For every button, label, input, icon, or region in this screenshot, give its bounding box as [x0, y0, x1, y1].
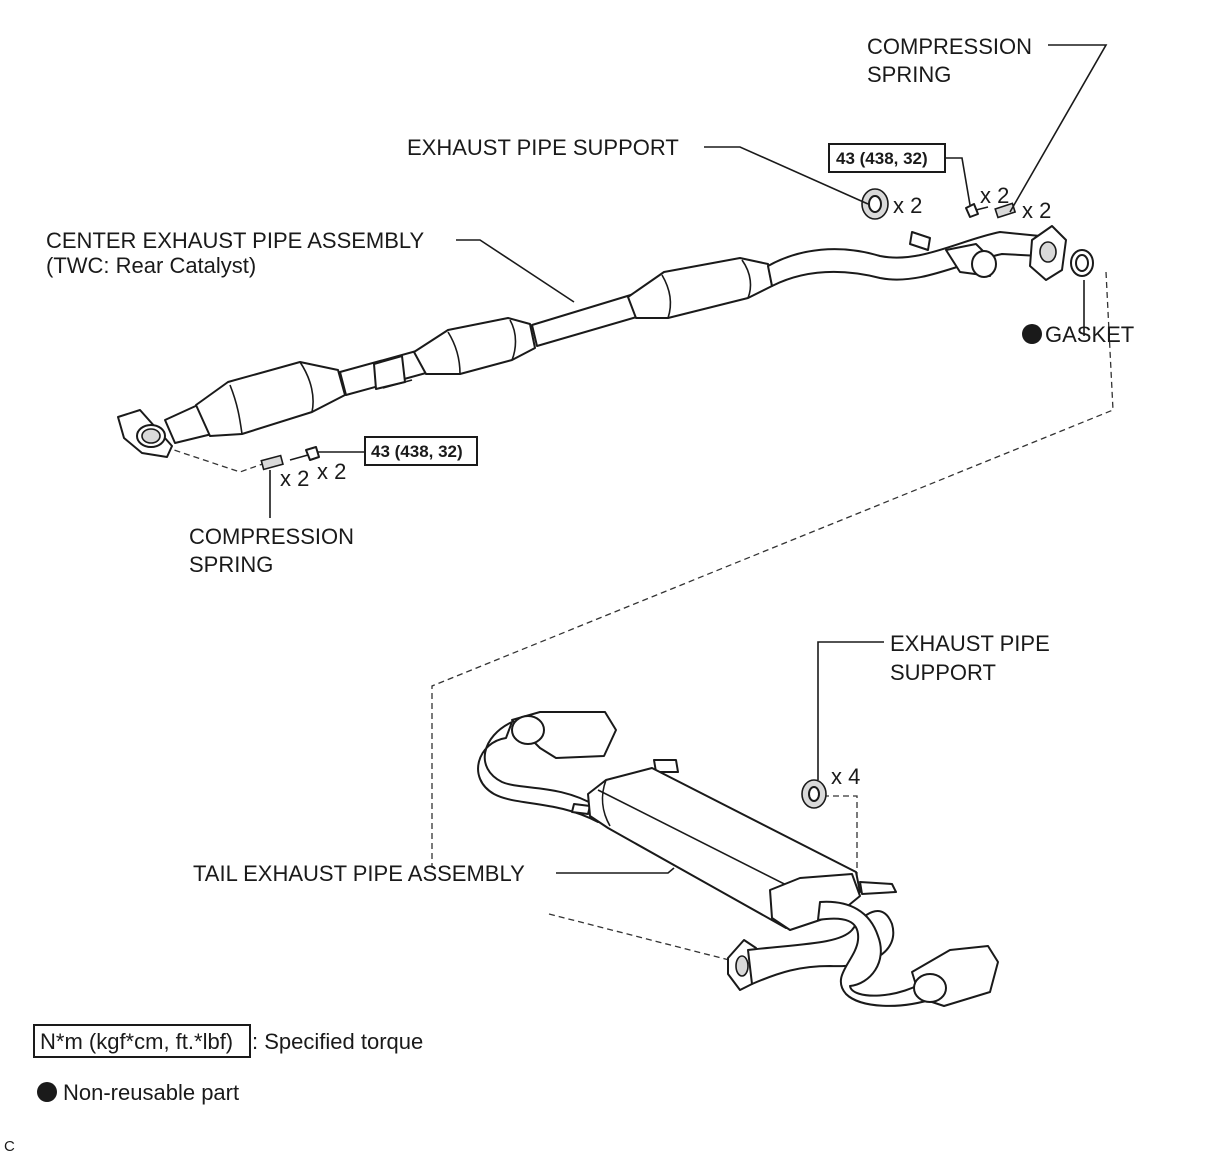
label-compression-spring-top-line1: COMPRESSION	[867, 34, 1032, 59]
torque-value-top: 43 (438, 32)	[836, 149, 928, 168]
legend-torque-units: N*m (kgf*cm, ft.*lbf)	[40, 1029, 233, 1054]
leader-lines	[269, 44, 1108, 874]
alignment-lines	[164, 271, 1114, 963]
gasket-part	[1070, 249, 1094, 277]
qty-bolt-bottom: x 2	[317, 459, 346, 484]
legend-torque-desc: : Specified torque	[252, 1029, 423, 1054]
qty-spring-bottom: x 2	[280, 466, 309, 491]
legend: N*m (kgf*cm, ft.*lbf) : Specified torque…	[33, 1024, 423, 1105]
torque-spec-bottom: 43 (438, 32)	[364, 436, 478, 466]
qty-support-bottom: x 4	[831, 764, 860, 789]
nonreusable-dot-gasket	[1022, 324, 1042, 344]
center-exhaust-pipe-drawing	[117, 225, 1067, 458]
label-exhaust-pipe-support-top: EXHAUST PIPE SUPPORT	[407, 135, 679, 160]
torque-value-bottom: 43 (438, 32)	[371, 442, 463, 461]
catalyst-2	[413, 317, 536, 375]
exhaust-pipe-support-top-part	[861, 188, 889, 220]
label-compression-spring-bottom-line2: SPRING	[189, 552, 273, 577]
label-tail-exhaust-pipe: TAIL EXHAUST PIPE ASSEMBLY	[193, 861, 525, 886]
part-labels: COMPRESSION SPRING EXHAUST PIPE SUPPORT …	[46, 34, 1134, 886]
tail-exhaust-pipe-drawing	[477, 711, 999, 1007]
label-center-exhaust-pipe-line2: (TWC: Rear Catalyst)	[46, 253, 256, 278]
legend-nonreusable-dot	[37, 1082, 57, 1102]
label-gasket: GASKET	[1045, 322, 1134, 347]
catalyst-1	[195, 361, 346, 437]
qty-bolt-top: x 2	[980, 183, 1009, 208]
qty-spring-top: x 2	[1022, 198, 1051, 223]
legend-torque-box	[33, 1024, 251, 1058]
bottom-bolt-spring-parts	[260, 446, 320, 471]
corner-mark: C	[4, 1138, 15, 1155]
label-exhaust-pipe-support-bottom-line1: EXHAUST PIPE	[890, 631, 1050, 656]
label-center-exhaust-pipe-line1: CENTER EXHAUST PIPE ASSEMBLY	[46, 228, 425, 253]
torque-spec-top: 43 (438, 32)	[828, 143, 946, 173]
label-exhaust-pipe-support-bottom-line2: SUPPORT	[890, 660, 996, 685]
label-compression-spring-bottom-line1: COMPRESSION	[189, 524, 354, 549]
quantity-labels: x 2 x 2 x 2 x 2 x 2 x 4	[280, 183, 1051, 789]
qty-support-top: x 2	[893, 193, 922, 218]
label-compression-spring-top-line2: SPRING	[867, 62, 951, 87]
exhaust-pipe-support-bottom-part	[801, 779, 827, 809]
top-bolt-spring-parts	[965, 202, 1017, 219]
legend-nonreusable-desc: Non-reusable part	[63, 1080, 239, 1105]
